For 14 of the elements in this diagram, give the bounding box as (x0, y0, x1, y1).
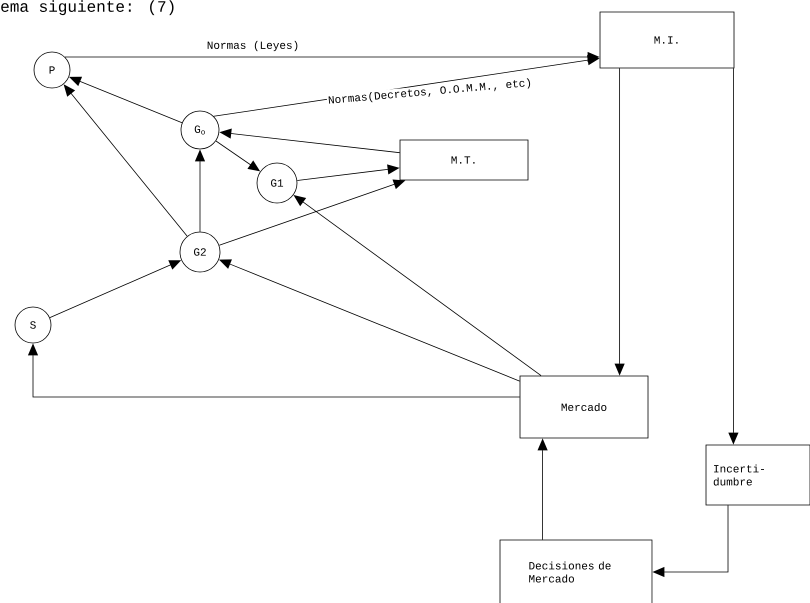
process-box: M.I. (600, 12, 734, 68)
circle-node: S (14, 306, 52, 344)
process-box: Incerti- dumbre (706, 444, 810, 506)
edge-label: Normas(Decretos, O.O.M.M., etc) (326, 76, 534, 108)
process-box: Mercado (520, 376, 648, 438)
circle-node: G$_{o}$ (180, 110, 220, 150)
circle-node: G1 (256, 162, 298, 204)
circle-node: P (34, 52, 70, 88)
heading-text: ema siguiente: (7) (1, 0, 174, 16)
process-box: M.T. (400, 140, 528, 180)
edge-label: Normas (Leyes) (206, 40, 300, 52)
circle-node: G2 (180, 232, 220, 272)
process-box: Decisiones de Mercado (500, 540, 652, 603)
arrow (294, 195, 542, 376)
